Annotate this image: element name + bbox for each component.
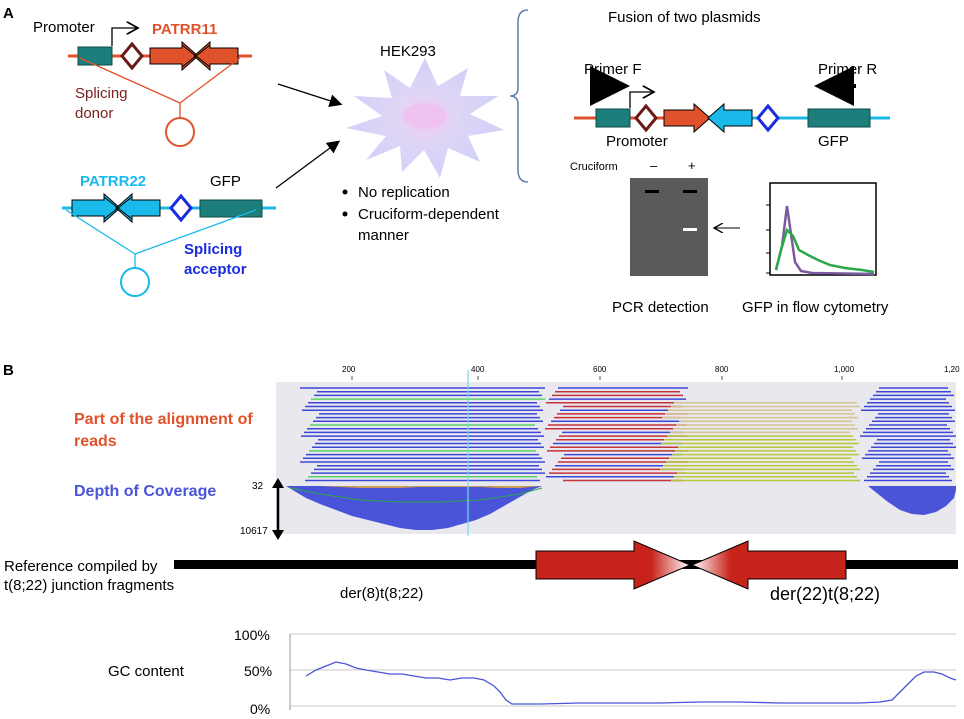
bullet-cruciform: Cruciform-dependent	[358, 206, 500, 223]
aligned-reads	[300, 387, 956, 482]
gel-header: Cruciform	[570, 161, 618, 173]
fused-acceptor-diamond	[756, 103, 780, 133]
fused-donor-diamond	[634, 103, 658, 133]
primer-f-label: Primer F	[584, 61, 642, 78]
fused-promoter-box	[595, 108, 631, 128]
hek293-label: HEK293	[380, 43, 436, 60]
fused-promoter-label: Promoter	[606, 133, 668, 150]
flow-curve-green	[774, 227, 875, 274]
fused-transcription-arrow	[629, 92, 654, 108]
hek293-nucleus	[403, 103, 447, 129]
depth-top-value: 32	[252, 481, 264, 492]
patrr22-left-arrow	[115, 192, 161, 224]
gfp-box	[199, 199, 263, 218]
transfection-arrow-2	[275, 140, 341, 189]
splicing-acceptor-label-1: Splicing	[184, 241, 242, 258]
fusion-title: Fusion of two plasmids	[608, 9, 761, 26]
der22-label: der(22)t(8;22)	[770, 584, 880, 604]
plasmid-patrr22	[62, 192, 276, 297]
gel-band-plus	[683, 228, 697, 231]
panel-b-label: B	[3, 362, 14, 379]
ruler-tick-600: 600	[593, 365, 607, 374]
fused-gfp-label: GFP	[818, 133, 849, 150]
fused-gfp-box	[807, 108, 871, 128]
promoter-box	[77, 46, 113, 66]
gel-well-minus	[645, 190, 659, 193]
patrr11-left-arrow	[193, 40, 239, 72]
der8-label: der(8)t(8;22)	[340, 585, 423, 602]
ruler-tick-400: 400	[471, 365, 485, 374]
plasmid-circle-1	[165, 117, 195, 147]
patrr22-label: PATRR22	[80, 173, 146, 190]
bullet-cruciform-cont: manner	[358, 227, 409, 244]
gel-well-plus	[683, 190, 697, 193]
gc-tick-50: 50%	[244, 663, 272, 679]
coverage-top-left	[300, 486, 540, 488]
splicing-donor-label-1: Splicing	[75, 85, 128, 102]
patrr22-right-arrow	[71, 192, 121, 224]
alignment-label-2: reads	[74, 433, 117, 450]
patrr-left-arrow	[535, 540, 692, 590]
coverage-depth-line	[289, 487, 543, 503]
depth-label: Depth of Coverage	[74, 483, 216, 500]
splicing-donor-diamond	[120, 41, 144, 71]
gc-label: GC content	[108, 663, 185, 680]
gel-image	[630, 178, 708, 276]
plasmid-circle-2	[120, 267, 150, 297]
ruler-tick-200: 200	[342, 365, 356, 374]
gel-plus: +	[688, 158, 696, 173]
transfection-arrow-1	[277, 83, 343, 107]
promoter-label: Promoter	[33, 19, 95, 36]
flow-plot	[766, 182, 877, 276]
flow-caption: GFP in flow cytometry	[742, 299, 889, 316]
ruler-tick-1200: 1,20	[944, 365, 960, 374]
gc-tick-100: 100%	[234, 627, 270, 643]
fused-cyan-arrow	[707, 102, 753, 134]
bullet-no-replication: No replication	[358, 184, 450, 201]
depth-bottom-value: 10617	[240, 526, 268, 537]
splicing-acceptor-label-2: acceptor	[184, 261, 247, 278]
fused-orange-arrow	[663, 102, 711, 134]
splicing-acceptor-diamond	[169, 193, 193, 223]
patrr-right-arrow	[690, 540, 847, 590]
transcription-start-arrow	[111, 28, 138, 46]
panel-a-label: A	[3, 5, 14, 22]
pcr-caption: PCR detection	[612, 299, 709, 316]
plasmid-patrr11	[68, 28, 252, 147]
patrr11-right-arrow	[149, 40, 199, 72]
gel-minus: –	[650, 158, 658, 173]
brace	[509, 9, 529, 183]
reference-label-2: t(8;22) junction fragments	[4, 577, 174, 594]
reference-label-1: Reference compiled by	[4, 558, 158, 575]
gc-content-chart	[289, 633, 957, 710]
ruler: 200 400 600 800 1,000 1,20	[342, 365, 960, 380]
gc-tick-0: 0%	[250, 701, 270, 717]
ruler-tick-800: 800	[715, 365, 729, 374]
splicing-donor-label-2: donor	[75, 105, 113, 122]
primer-r-label: Primer R	[818, 61, 877, 78]
alignment-label-1: Part of the alignment of	[74, 411, 253, 428]
ruler-tick-1000: 1,000	[834, 365, 855, 374]
gc-content-line	[305, 661, 957, 705]
patrr11-label: PATRR11	[152, 21, 217, 38]
flow-curve-purple	[774, 205, 875, 276]
gfp-label: GFP	[210, 173, 241, 190]
coverage-area-right	[868, 486, 956, 515]
fused-plasmid	[574, 92, 890, 134]
coverage-area-left	[286, 486, 542, 530]
